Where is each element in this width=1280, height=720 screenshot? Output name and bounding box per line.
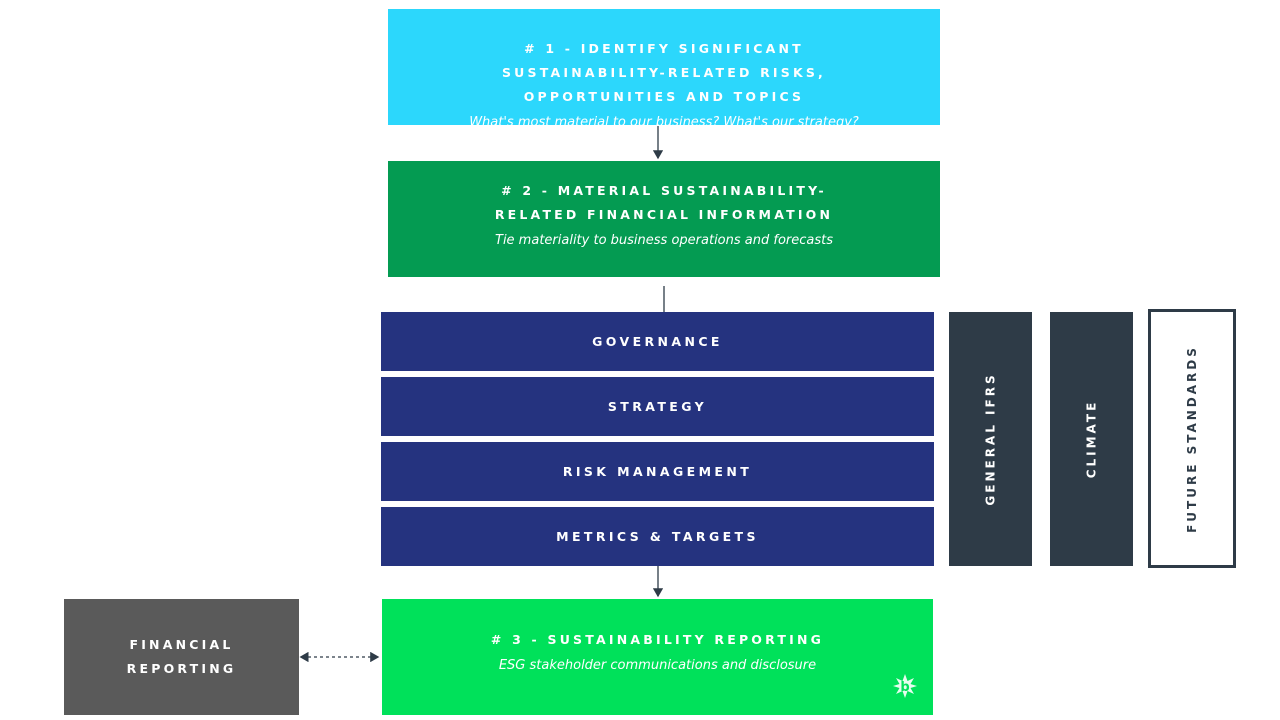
standard-future-standards-label: FUTURE STANDARDS [1185,344,1199,533]
step2-heading: # 2 - MATERIAL SUSTAINABILITY-RELATED FI… [494,183,834,222]
standard-climate: CLIMATE [1050,312,1133,566]
b-star-logo-icon: b [893,674,917,698]
standard-future-standards: FUTURE STANDARDS [1148,309,1236,568]
standard-climate-label: CLIMATE [1084,399,1099,479]
step2-box: # 2 - MATERIAL SUSTAINABILITY-RELATED FI… [388,161,940,277]
step1-subtitle: What's most material to our business? Wh… [469,115,859,130]
step3-subtitle: ESG stakeholder communications and discl… [498,658,817,673]
step3-heading: # 3 - SUSTAINABILITY REPORTING [490,632,825,647]
step1-box: # 1 - IDENTIFY SIGNIFICANT SUSTAINABILIT… [388,9,940,130]
pillar-metrics-targets: METRICS & TARGETS [381,507,934,566]
standard-general-ifrs: GENERAL IFRS [949,312,1032,566]
financial-reporting-label: FINANCIAL REPORTING [126,637,237,676]
pillar-strategy: STRATEGY [381,377,934,436]
step1-heading: # 1 - IDENTIFY SIGNIFICANT SUSTAINABILIT… [501,41,827,104]
svg-text:b: b [900,680,909,695]
step2-subtitle: Tie materiality to business operations a… [495,233,833,248]
step3-box: # 3 - SUSTAINABILITY REPORTING ESG stake… [382,599,933,715]
financial-reporting-box: FINANCIAL REPORTING [64,599,299,715]
standard-general-ifrs-label: GENERAL IFRS [983,372,998,506]
pillar-governance: GOVERNANCE [381,312,934,371]
pillar-risk-management: RISK MANAGEMENT [381,442,934,501]
